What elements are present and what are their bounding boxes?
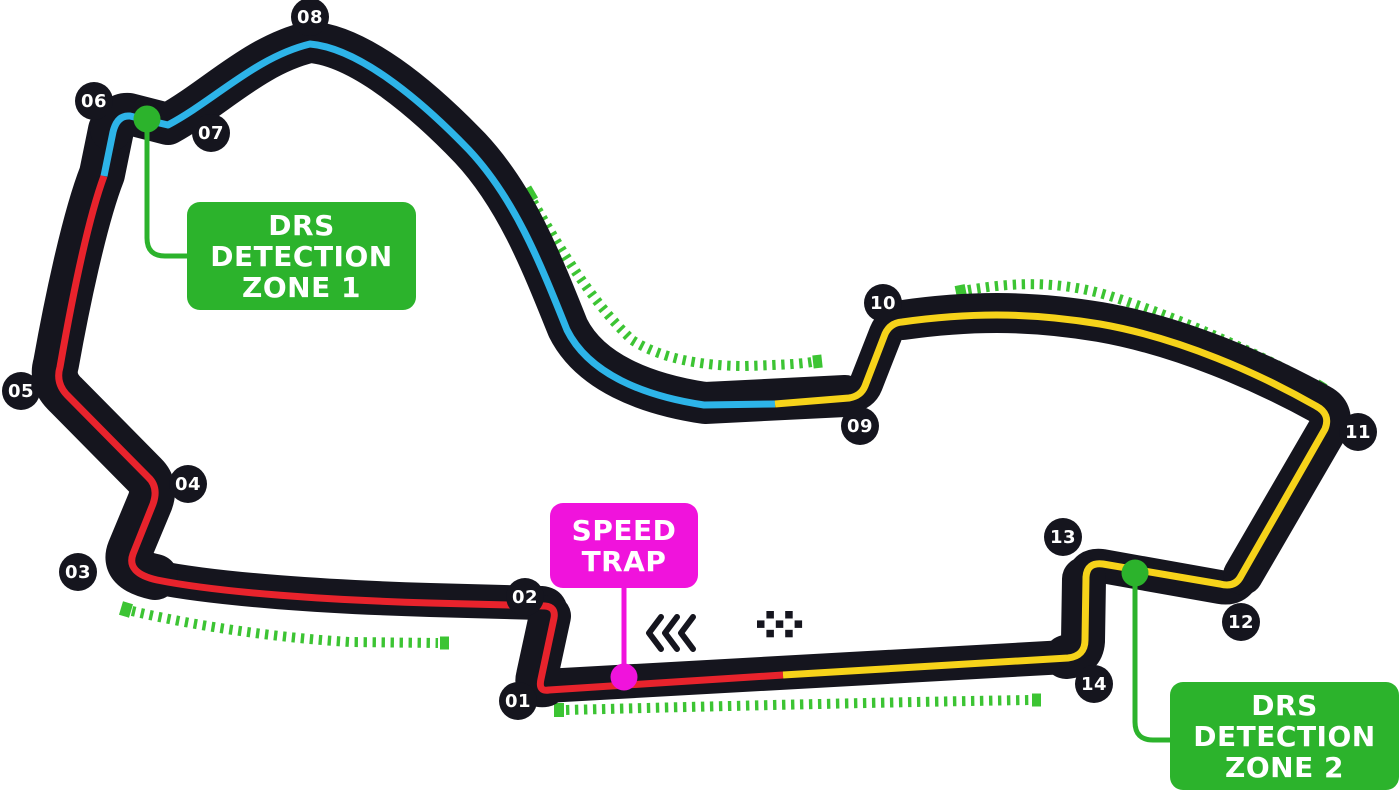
drs-zone-2-stem xyxy=(1132,578,1173,743)
sector-1-line-red xyxy=(55,174,784,694)
drs-zone-1-line-1: DRS xyxy=(268,208,335,242)
turn-marker-11: 11 xyxy=(1339,413,1377,451)
speed-trap-line-2: TRAP xyxy=(581,544,667,578)
drs-detection-dot-1 xyxy=(133,105,161,133)
checkered-flag-icon xyxy=(757,611,803,638)
drs-detection-dot-2 xyxy=(1121,559,1149,587)
speed-trap-dot xyxy=(610,663,638,691)
drs-detection-zone-2-label: DRS DETECTION ZONE 2 xyxy=(1170,682,1399,790)
drs-dash-zone-c xyxy=(130,606,439,648)
drs-zone-2-line-3: ZONE 2 xyxy=(1225,750,1344,784)
turn-marker-10: 10 xyxy=(864,284,902,322)
speed-trap-label: SPEED TRAP xyxy=(550,503,698,588)
drs-zone-2-line-2: DETECTION xyxy=(1193,719,1376,753)
drs-detection-zone-1-label: DRS DETECTION ZONE 1 xyxy=(187,202,416,310)
sector-2-line-blue xyxy=(100,40,776,409)
turn-marker-03: 03 xyxy=(59,553,97,591)
drs-zone-1-stem xyxy=(144,122,190,259)
drs-dash-zone-c-start-marker xyxy=(118,601,134,618)
chevrons-left-icon xyxy=(646,614,696,652)
turn-marker-12: 12 xyxy=(1222,603,1260,641)
turn-marker-06: 06 xyxy=(75,82,113,120)
speed-trap-line-1: SPEED xyxy=(571,513,677,547)
drs-dash-zone-d xyxy=(565,695,1031,715)
drs-dash-zone-a xyxy=(528,199,813,372)
turn-marker-14: 14 xyxy=(1075,665,1113,703)
drs-dash-zone-a-end-marker xyxy=(812,354,823,369)
turn-marker-05: 05 xyxy=(2,372,40,410)
turn-marker-09: 09 xyxy=(841,407,879,445)
drs-zone-1-line-3: ZONE 1 xyxy=(242,270,361,304)
sector-3-line-yellow xyxy=(774,311,1331,679)
turn-marker-04: 04 xyxy=(169,465,207,503)
turn-marker-02: 02 xyxy=(506,578,544,616)
turn-marker-13: 13 xyxy=(1044,518,1082,556)
drs-zone-2-line-1: DRS xyxy=(1251,688,1318,722)
drs-dash-zone-b-start-marker xyxy=(954,284,968,300)
turn-marker-08: 08 xyxy=(291,0,329,36)
turn-marker-07: 07 xyxy=(192,114,230,152)
turn-marker-01: 01 xyxy=(499,682,537,720)
drs-zone-1-line-2: DETECTION xyxy=(210,239,393,273)
